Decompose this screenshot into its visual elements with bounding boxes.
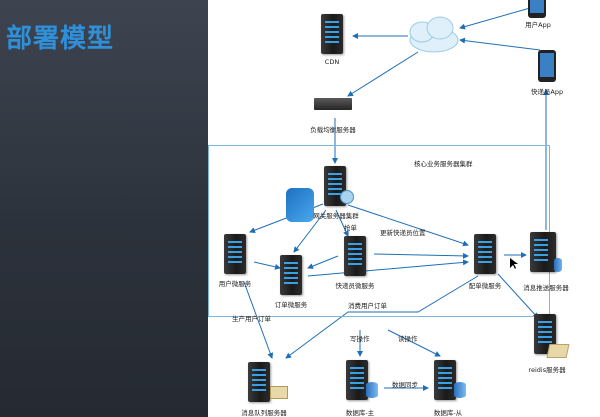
deployment-diagram: 核心业务服务器集群 用户App CDN 快递员App 负载均衡服务器 网关服务器… xyxy=(208,0,600,417)
left-panel: 部署模型 xyxy=(0,0,208,417)
edge-dispatch-redis xyxy=(497,273,539,319)
db-master-cylinder-icon xyxy=(366,382,378,398)
courier-service-label: 快递员微服务 xyxy=(335,282,375,290)
push-server-cylinder-icon xyxy=(554,258,562,272)
edge-read-dbslave xyxy=(387,329,441,357)
mq-server-icon xyxy=(248,362,270,402)
courier-service-server-icon xyxy=(344,236,366,276)
edge-cloud-lb xyxy=(347,51,419,97)
diagram-connectors xyxy=(243,7,549,391)
user-service-server-icon xyxy=(224,234,246,274)
load-balancer-icon xyxy=(314,98,352,110)
edge-label-update-position: 更新快递员位置 xyxy=(380,229,426,237)
core-cluster-label: 核心业务服务器集群 xyxy=(414,160,473,168)
edge-label-write-op: 写操作 xyxy=(350,335,370,343)
mq-server-label: 消息队列服务器 xyxy=(241,409,287,417)
db-master-server-icon xyxy=(346,360,368,400)
edge-label-produce-order: 生产用户订单 xyxy=(232,315,271,323)
db-slave-cylinder-icon xyxy=(454,382,466,398)
cdn-server-icon xyxy=(321,14,343,54)
order-service-server-icon xyxy=(280,255,302,295)
dispatch-service-label: 配单微服务 xyxy=(468,282,502,290)
edge-user-mq xyxy=(243,281,274,359)
edge-label-data-sync: 数据同步 xyxy=(392,381,418,389)
redis-book-icon xyxy=(546,344,570,358)
db-slave-server-icon xyxy=(434,360,456,400)
push-server-icon xyxy=(530,232,556,272)
push-server-label: 消息推送服务器 xyxy=(523,284,569,292)
user-app-phone-icon xyxy=(528,0,546,18)
edge-dispatch-mq xyxy=(285,275,479,359)
edge-gateway-courier xyxy=(335,209,349,237)
gateway-globe-icon xyxy=(340,190,354,204)
user-service-label: 用户微服务 xyxy=(218,280,252,288)
edge-user-order xyxy=(253,261,281,270)
db-slave-label: 数据库-从 xyxy=(433,409,463,417)
load-balancer-label: 负载均衡服务器 xyxy=(310,126,356,134)
edge-label-grab-order: 抢单 xyxy=(344,224,357,232)
courier-app-label: 快递员App xyxy=(530,88,564,96)
edge-userapp-cloud xyxy=(459,7,531,30)
mq-envelope-icon xyxy=(270,386,288,399)
edge-courier-dispatch xyxy=(373,252,469,259)
dispatch-service-server-icon xyxy=(474,234,496,274)
user-app-label: 用户App xyxy=(525,21,551,29)
edge-courier-order xyxy=(307,255,339,269)
edge-label-read-op: 读操作 xyxy=(398,335,418,343)
edge-courierapp-cloud xyxy=(459,37,541,51)
mouse-cursor-icon xyxy=(510,258,518,269)
edge-gateway-dispatch xyxy=(347,204,469,247)
gateway-label: 网关服务器集群 xyxy=(313,212,359,220)
core-cluster-box xyxy=(208,145,550,317)
cloud-icon xyxy=(409,16,459,53)
redis-server-label: reidis服务器 xyxy=(528,366,566,374)
slide-title: 部署模型 xyxy=(6,24,115,54)
courier-app-phone-icon xyxy=(538,50,556,82)
edge-label-consume-order: 消费用户订单 xyxy=(348,302,387,310)
edge-order-dispatch xyxy=(307,259,469,277)
db-master-label: 数据库-主 xyxy=(345,409,375,417)
gateway-logo-icon xyxy=(286,188,314,222)
order-service-label: 订单微服务 xyxy=(274,301,308,309)
cdn-label: CDN xyxy=(324,58,340,66)
edge-gateway-order xyxy=(293,209,327,253)
